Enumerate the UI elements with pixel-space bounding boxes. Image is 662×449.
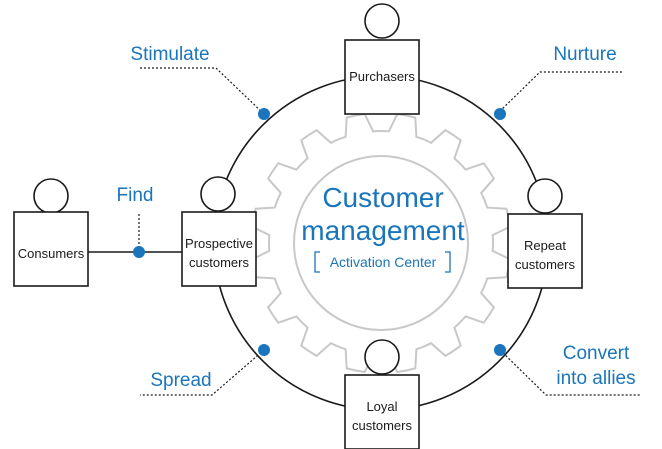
find-label: Find [117,185,154,206]
repeat-label-line1: Repeat [524,238,566,253]
stimulate-node [258,108,270,120]
nurture-node [494,108,506,120]
find-node [133,246,145,258]
person-consumers-icon [13,178,89,287]
nurture-label: Nurture [553,44,616,65]
loyal-label-line1: Loyal [366,399,397,414]
consumers-label: Consumers [18,246,85,261]
person-loyal-icon [344,339,420,449]
prospective-label-line2: customers [189,255,249,270]
spread-label: Spread [150,370,211,391]
convert-label-line2: into allies [556,368,635,389]
repeat-label-line2: customers [515,257,575,272]
person-purchasers-icon [344,3,420,115]
person-prospective-icon [181,176,257,287]
convert-label-line1: Convert [563,343,630,364]
center-subtitle: Activation Center [330,254,437,270]
nurture-leader [496,71,622,115]
center-title-line2: management [301,215,465,246]
purchasers-label: Purchasers [349,69,415,84]
prospective-label-line1: Prospective [185,236,253,251]
spread-leader [140,349,265,396]
convert-leader [499,349,640,396]
loyal-label-line2: customers [352,418,412,433]
gear-hub [293,155,469,331]
subtitle-right-bracket [445,251,451,273]
spread-node [258,344,270,356]
center-title-line1: Customer [322,182,443,213]
stimulate-label: Stimulate [130,44,209,65]
subtitle-left-bracket [314,251,320,273]
convert-node [494,344,506,356]
stimulate-leader [140,67,265,115]
person-repeat-icon [507,178,583,289]
